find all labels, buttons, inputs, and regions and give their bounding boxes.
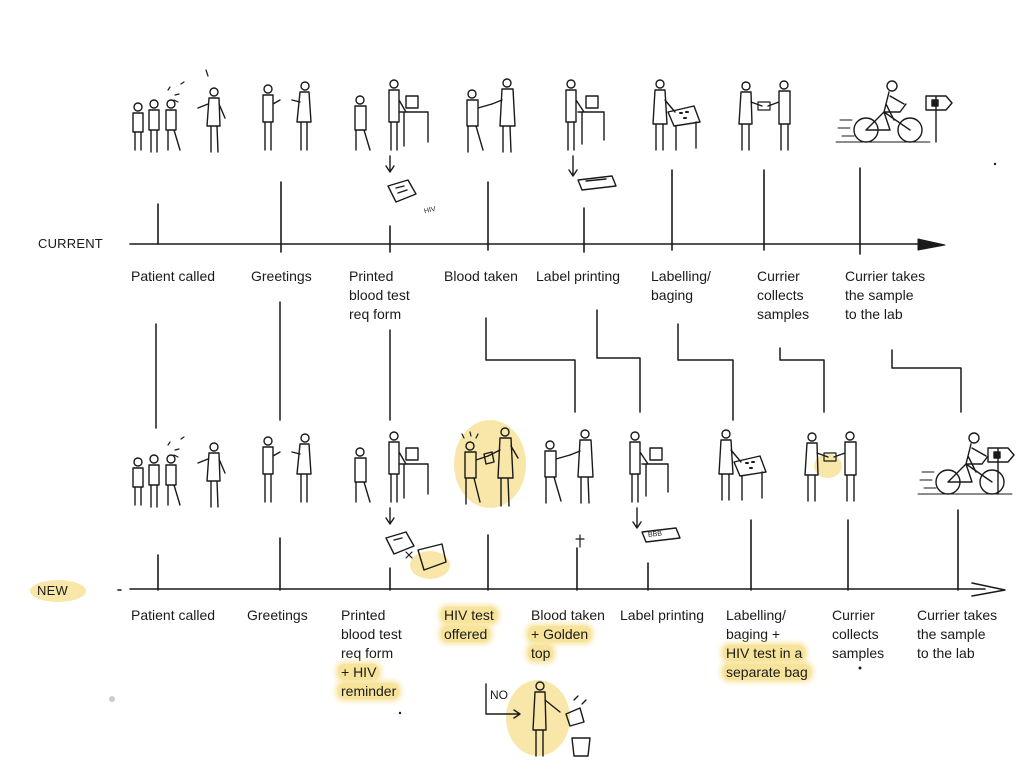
current-step-label: Patient called — [131, 267, 215, 286]
new-step-label: Currier takes the sample to the lab — [917, 606, 997, 663]
stray-dot — [398, 711, 402, 715]
bicycle-courier-sketch — [917, 432, 1015, 495]
new-step-label: Currier collects samples — [832, 606, 884, 663]
new-step-label: Greetings — [247, 606, 308, 625]
step-label-line: top — [528, 644, 605, 663]
step-label-line: Currier — [832, 607, 875, 623]
desk-printer-sketch — [354, 431, 447, 571]
step-label-line: Label printing — [536, 268, 621, 284]
people-waiting-sketch — [132, 69, 226, 153]
step-label-line: Labelling/ — [651, 268, 711, 284]
bicycle-courier-sketch — [835, 80, 953, 143]
step-label-line: baging + — [726, 626, 781, 642]
new-timeline — [117, 509, 1006, 597]
greeting-sketch — [262, 81, 312, 151]
label-printer-sketch — [565, 79, 617, 191]
hiv-offer-sketch — [461, 427, 519, 507]
step-label-line: Currier — [757, 268, 800, 284]
current-step-label: Currier collects samples — [757, 267, 809, 324]
step-label-line: Label printing — [620, 607, 705, 623]
current-step-label: Blood taken — [444, 267, 518, 286]
hiv-refusal-bin-sketch — [485, 681, 591, 757]
form-badge: HIV — [423, 206, 436, 216]
current-step-label: Labelling/baging — [651, 267, 711, 305]
no-sign-text: NO — [490, 688, 508, 702]
step-label-line: HIV test in a — [723, 644, 811, 663]
step-label-line: Currier takes — [845, 268, 926, 284]
current-timeline — [129, 167, 946, 255]
step-label-line: the sample — [917, 626, 986, 642]
label-sheet-text: BBB — [648, 530, 663, 538]
new-row-label: NEW — [37, 583, 68, 598]
bagging-table-sketch — [718, 429, 767, 501]
label-printer-sketch — [629, 431, 681, 543]
stray-dot — [993, 162, 997, 166]
step-label-line: Patient called — [131, 268, 216, 284]
step-label-line: baging — [651, 287, 694, 303]
step-label-line: collects — [757, 287, 804, 303]
step-label-line: reminder — [338, 682, 402, 701]
step-label-line: blood test — [341, 626, 402, 642]
step-label-line: Greetings — [247, 607, 308, 623]
step-label-line: + HIV — [338, 663, 402, 682]
step-label-line: collects — [832, 626, 879, 642]
step-label-line: Blood taken — [531, 607, 605, 623]
step-label-line: Greetings — [251, 268, 312, 284]
step-label-line: separate bag — [723, 663, 811, 682]
bagging-table-sketch — [652, 79, 701, 151]
new-step-label: Label printing — [620, 606, 704, 625]
handshake-sketch — [544, 429, 594, 548]
courier-handover-sketch — [738, 80, 791, 151]
stray-dot — [109, 696, 115, 702]
step-label-line: Blood taken — [444, 268, 518, 284]
connector-lines — [155, 301, 962, 429]
current-step-label: Printed blood test req form — [349, 267, 410, 324]
step-label-line: Printed — [341, 607, 386, 623]
step-label-line: req form — [341, 645, 394, 661]
current-row-label: CURRENT — [38, 236, 103, 251]
step-label-line: HIV test — [441, 606, 497, 625]
current-step-label: Currier takes the sample to the lab — [845, 267, 925, 324]
step-label-line: Patient called — [131, 607, 216, 623]
step-label-line: + Golden — [528, 625, 605, 644]
current-step-label: Greetings — [251, 267, 312, 286]
step-label-line: req form — [349, 306, 402, 322]
step-label-line: Labelling/ — [726, 607, 786, 623]
current-step-label: Label printing — [536, 267, 620, 286]
step-label-line: the sample — [845, 287, 914, 303]
step-label-line: samples — [832, 645, 885, 661]
new-step-label: Patient called — [131, 606, 215, 625]
handshake-sketch — [466, 78, 516, 153]
step-label-line: Currier takes — [917, 607, 998, 623]
desk-printer-sketch — [354, 79, 429, 203]
step-label-line: blood test — [349, 287, 410, 303]
people-waiting-sketch — [132, 436, 226, 508]
courier-handover-sketch — [804, 431, 857, 502]
greeting-sketch — [262, 433, 312, 503]
highlight-blobs — [30, 420, 842, 756]
step-label-line: to the lab — [917, 645, 975, 661]
step-label-line: to the lab — [845, 306, 903, 322]
step-label-line: offered — [441, 625, 497, 644]
step-label-line: Printed — [349, 268, 394, 284]
step-label-line: samples — [757, 306, 810, 322]
stray-dot — [858, 666, 862, 670]
